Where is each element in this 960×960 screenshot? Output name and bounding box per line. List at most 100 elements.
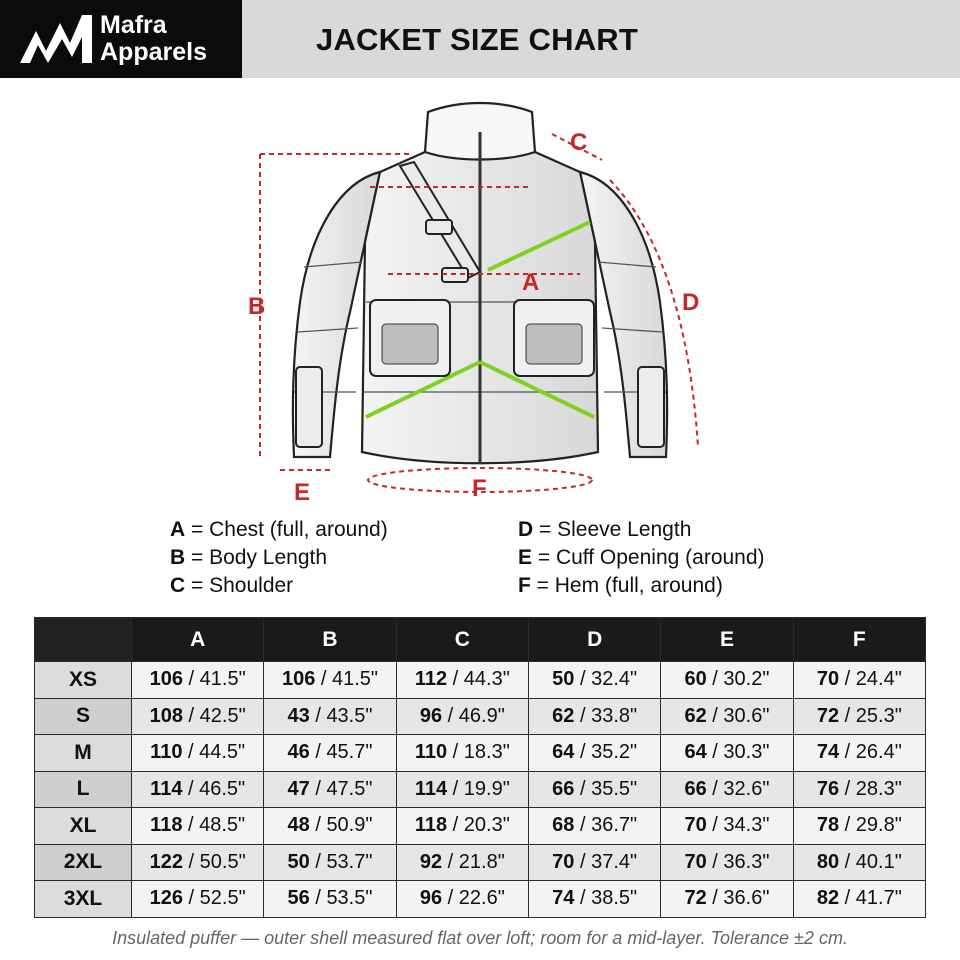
cell-cm: 80 xyxy=(816,850,840,873)
cell-inch: 36.3" xyxy=(723,850,770,873)
cell-cm: 64 xyxy=(552,741,575,764)
size-label: 3XL xyxy=(34,880,132,918)
cell-inch: 43.5" xyxy=(326,704,373,727)
cell-cm: 110 xyxy=(150,741,183,764)
cell-cm: 70 xyxy=(684,814,707,837)
cell-inch: 44.3" xyxy=(463,668,510,691)
cell-inch: 46.5" xyxy=(199,777,246,800)
cell-inch: 46.9" xyxy=(458,704,505,727)
cell-cm: 110 xyxy=(414,741,448,764)
table-cell: 43 / 43.5" xyxy=(263,697,397,735)
label-c: C xyxy=(570,129,587,156)
cell-inch: 41.7" xyxy=(855,887,902,910)
cell-cm: 114 xyxy=(414,777,448,800)
cell-cm: 118 xyxy=(414,814,448,837)
cell-inch: 33.8" xyxy=(591,704,638,727)
column-header: E xyxy=(660,617,794,662)
table-cell: 62 / 30.6" xyxy=(660,697,794,735)
cell-cm: 62 xyxy=(552,704,575,727)
cell-cm: 62 xyxy=(684,704,707,727)
label-e: E xyxy=(294,479,310,506)
pocket-panels xyxy=(381,323,583,365)
table-cell: 74 / 26.4" xyxy=(792,734,927,772)
column-header: D xyxy=(527,617,662,662)
table-cell: 68 / 36.7" xyxy=(527,807,662,845)
table-cell: 110 / 44.5" xyxy=(130,734,265,772)
cell-inch: 42.5" xyxy=(199,704,246,727)
cell-inch: 37.4" xyxy=(591,850,638,873)
cell-cm: 56 xyxy=(287,887,310,910)
cell-cm: 64 xyxy=(684,741,707,764)
cell-inch: 30.2" xyxy=(723,668,770,691)
brand-block: Mafra Apparels xyxy=(0,0,242,78)
table-cell: 62 / 33.8" xyxy=(527,697,662,735)
cell-cm: 74 xyxy=(552,887,575,910)
table-cell: 70 / 37.4" xyxy=(527,843,662,881)
size-label: M xyxy=(34,734,132,772)
cell-inch: 32.6" xyxy=(723,777,770,800)
jacket-illustration: A B C D E F xyxy=(248,101,699,506)
cell-cm: 70 xyxy=(552,850,575,873)
table-cell: 64 / 35.2" xyxy=(527,734,662,772)
cell-cm: 74 xyxy=(816,741,840,764)
cell-cm: 76 xyxy=(816,777,840,800)
hiviz-bands xyxy=(365,220,595,419)
size-label: 2XL xyxy=(34,843,132,881)
table-cell: 114 / 19.9" xyxy=(395,770,529,808)
cell-inch: 44.5" xyxy=(199,741,246,764)
table-cell: 80 / 40.1" xyxy=(792,843,927,881)
column-header: F xyxy=(792,617,927,662)
table-cell: 64 / 30.3" xyxy=(660,734,794,772)
table-cell: 78 / 29.8" xyxy=(792,807,927,845)
table-cell: 46 / 45.7" xyxy=(263,734,397,772)
cell-inch: 28.3" xyxy=(855,777,902,800)
sleeve-pockets xyxy=(295,366,665,448)
size-label: XS xyxy=(34,661,132,699)
cell-cm: 96 xyxy=(419,887,443,910)
cell-cm: 60 xyxy=(684,668,707,691)
table-cell: 66 / 35.5" xyxy=(527,770,662,808)
cell-inch: 41.5" xyxy=(199,668,246,691)
cell-inch: 47.5" xyxy=(326,777,373,800)
table-cell: 72 / 36.6" xyxy=(660,880,794,918)
column-header: B xyxy=(263,617,397,662)
cell-inch: 34.3" xyxy=(723,814,770,837)
cell-inch: 38.5" xyxy=(591,887,638,910)
cell-cm: 70 xyxy=(684,850,707,873)
cell-cm: 66 xyxy=(552,777,575,800)
legend-right: D = Sleeve Length E = Cuff Opening (arou… xyxy=(518,516,765,600)
cell-cm: 82 xyxy=(816,887,840,910)
cell-cm: 126 xyxy=(149,887,183,910)
cell-cm: 48 xyxy=(287,814,310,837)
cell-cm: 72 xyxy=(684,887,707,910)
page-title: JACKET SIZE CHART xyxy=(316,22,639,57)
table-cell: 66 / 32.6" xyxy=(660,770,794,808)
table-cell: 92 / 21.8" xyxy=(395,843,529,881)
table-header-row: A B C D E F xyxy=(34,617,927,662)
cell-cm: 114 xyxy=(150,777,183,800)
cell-inch: 30.3" xyxy=(723,741,770,764)
cell-cm: 50 xyxy=(552,668,575,691)
cell-inch: 53.7" xyxy=(326,850,373,873)
column-header: A xyxy=(130,617,265,662)
cell-cm: 66 xyxy=(684,777,707,800)
column-header: C xyxy=(395,617,529,662)
table-cell: 47 / 47.5" xyxy=(263,770,397,808)
legend-item-a: A = Chest (full, around) xyxy=(170,518,388,541)
table-corner xyxy=(34,617,132,662)
cell-cm: 46 xyxy=(287,741,310,764)
cell-inch: 48.5" xyxy=(199,814,246,837)
cell-cm: 68 xyxy=(552,814,575,837)
table-cell: 96 / 22.6" xyxy=(395,880,529,918)
legend-item-d: D = Sleeve Length xyxy=(518,518,692,541)
table-cell: 106 / 41.5" xyxy=(263,661,397,699)
cell-inch: 41.5" xyxy=(332,668,379,691)
cell-cm: 78 xyxy=(816,814,840,837)
table-cell: 74 / 38.5" xyxy=(527,880,662,918)
